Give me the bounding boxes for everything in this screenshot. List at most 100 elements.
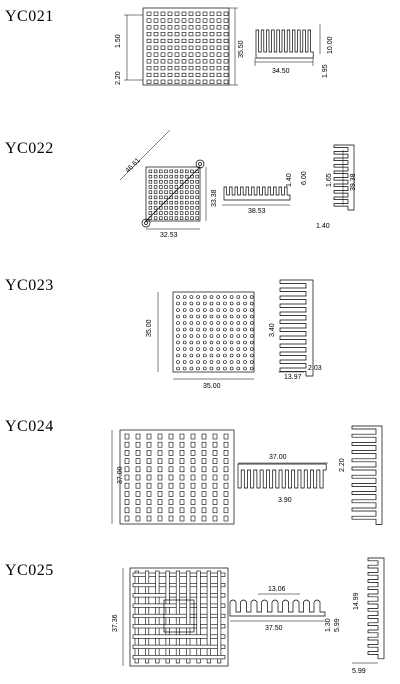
vent-hole xyxy=(201,482,207,489)
vent-hole xyxy=(190,216,194,220)
vent-hole xyxy=(212,482,218,489)
yc021-top-view xyxy=(142,7,230,86)
vent-hole xyxy=(223,25,229,30)
vent-hole xyxy=(216,314,220,319)
vent-hole xyxy=(202,18,208,23)
vent-hole xyxy=(216,66,222,71)
vent-hole xyxy=(160,32,166,37)
vent-hole xyxy=(190,499,196,505)
vent-hole xyxy=(249,347,254,351)
vent-hole xyxy=(209,334,214,338)
vent-hole xyxy=(189,314,194,319)
vent-hole xyxy=(164,174,168,179)
vent-hole xyxy=(223,295,227,299)
yc024-end-view xyxy=(351,425,383,525)
vent-hole xyxy=(209,301,214,306)
vent-hole xyxy=(189,308,194,312)
vent-hole xyxy=(203,321,207,325)
yc022-side-view xyxy=(223,186,291,201)
vent-hole xyxy=(243,353,247,358)
vent-hole xyxy=(146,45,152,50)
vent-hole xyxy=(236,360,241,364)
vent-hole xyxy=(176,340,180,345)
vent-hole xyxy=(179,211,184,215)
vent-hole xyxy=(174,211,179,215)
vent-hole xyxy=(236,327,241,332)
yc025-top-view xyxy=(129,567,229,667)
vent-slot xyxy=(132,634,226,639)
vent-hole xyxy=(196,334,200,338)
vent-hole xyxy=(167,59,173,64)
vent-hole xyxy=(188,59,194,64)
vent-hole xyxy=(167,72,173,77)
vent-hole xyxy=(181,32,187,37)
vent-hole xyxy=(182,347,187,351)
vent-hole xyxy=(209,340,214,345)
yc023-top-view xyxy=(172,291,255,373)
vent-hole xyxy=(189,301,194,306)
vent-hole xyxy=(181,38,187,44)
vent-hole xyxy=(169,190,173,194)
yc024-drawing: 37.00 37.00 3.90 2.20 xyxy=(111,425,383,525)
vent-hole xyxy=(167,11,173,16)
vent-hole xyxy=(202,52,208,57)
dim-label: 1.40 xyxy=(286,173,293,187)
vent-hole xyxy=(174,180,179,184)
vent-hole xyxy=(201,466,207,473)
vent-hole xyxy=(195,180,199,184)
model-code: YC024 xyxy=(5,418,54,435)
vent-hole xyxy=(153,66,159,71)
vent-hole xyxy=(196,308,200,312)
vent-hole xyxy=(157,433,163,440)
vent-hole xyxy=(190,169,194,174)
vent-hole xyxy=(174,38,180,44)
vent-hole xyxy=(176,314,180,319)
vent-hole xyxy=(190,515,196,522)
vent-hole xyxy=(168,507,174,514)
vent-hole xyxy=(157,450,163,456)
vent-hole xyxy=(243,321,247,325)
vent-hole xyxy=(124,466,130,473)
yc021-drawing: 1.50 2.20 35.50 34.50 10.00 1.95 xyxy=(115,7,334,86)
dim-label: 1.40 xyxy=(316,223,330,230)
vent-hole xyxy=(146,441,152,448)
vent-hole xyxy=(169,216,173,220)
vent-hole xyxy=(169,185,173,189)
vent-hole xyxy=(174,206,179,210)
vent-hole xyxy=(209,308,214,312)
vent-hole xyxy=(124,507,130,514)
vent-hole xyxy=(203,353,207,358)
vent-hole xyxy=(223,507,229,514)
vent-hole xyxy=(201,458,207,464)
vent-hole xyxy=(216,295,220,299)
vent-hole xyxy=(167,52,173,57)
vent-hole xyxy=(223,458,229,464)
vent-hole xyxy=(182,360,187,364)
vent-hole xyxy=(201,441,207,448)
vent-hole xyxy=(196,366,200,371)
vent-hole xyxy=(196,314,200,319)
vent-hole xyxy=(229,353,234,358)
vent-hole xyxy=(179,466,185,473)
vent-hole xyxy=(179,216,184,220)
vent-hole xyxy=(174,200,179,205)
vent-slot xyxy=(206,570,211,664)
dim-label: 46.61 xyxy=(124,157,141,174)
vent-hole xyxy=(176,353,180,358)
vent-hole xyxy=(223,353,227,358)
vent-hole xyxy=(202,66,208,71)
vent-hole xyxy=(174,66,180,71)
vent-hole xyxy=(176,301,180,306)
vent-hole xyxy=(146,79,152,84)
vent-hole xyxy=(153,216,158,220)
vent-hole xyxy=(182,295,187,299)
vent-hole xyxy=(190,195,194,200)
vent-hole xyxy=(164,216,168,220)
vent-hole xyxy=(181,79,187,84)
vent-hole xyxy=(146,507,152,514)
vent-hole xyxy=(243,314,247,319)
vent-hole xyxy=(179,474,185,481)
vent-hole xyxy=(159,169,163,174)
dim-label: 34.50 xyxy=(272,68,290,75)
vent-hole xyxy=(148,190,153,194)
